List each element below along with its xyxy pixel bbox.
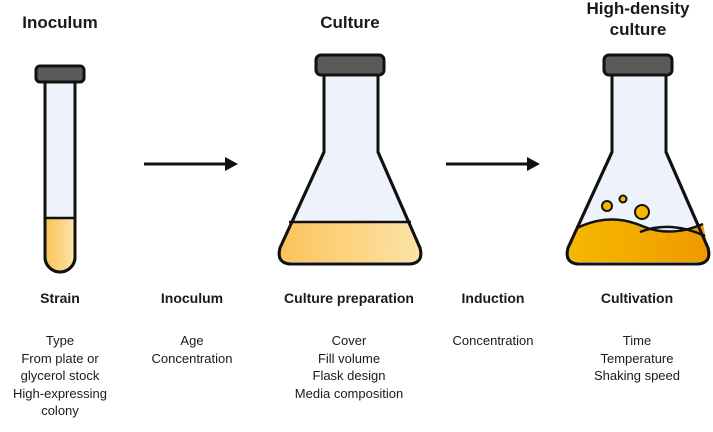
list-item: High-expressing: [13, 385, 107, 401]
stage-title-high-density-culture: High-density culture: [586, 0, 690, 39]
list-item: Media composition: [294, 385, 404, 401]
list-item: From plate or: [21, 350, 99, 366]
column-heading-inoculum: Inoculum: [160, 290, 224, 306]
list-item: Flask design: [312, 368, 386, 383]
test-tube-icon: [34, 64, 86, 274]
column-list-inoculum: Age Concentration: [117, 332, 267, 367]
column-heading-induction: Induction: [461, 290, 525, 306]
list-item: Time: [622, 333, 652, 348]
list-item: Cover: [331, 333, 367, 348]
list-item: Type: [45, 333, 75, 348]
column-heading-culture-preparation: Culture preparation: [284, 290, 414, 306]
arrow-right-icon: [144, 157, 238, 171]
list-item: Fill volume: [317, 350, 381, 366]
list-item: Temperature: [600, 350, 674, 366]
column-list-strain: Type From plate or glycerol stock High-e…: [0, 332, 135, 420]
list-item: glycerol stock: [20, 368, 100, 383]
list-item: Concentration: [151, 350, 233, 366]
column-list-cultivation: Time Temperature Shaking speed: [562, 332, 712, 385]
list-item: Concentration: [452, 333, 534, 348]
column-list-induction: Concentration: [418, 332, 568, 350]
column-heading-strain: Strain: [40, 290, 80, 306]
stage-title-inoculum: Inoculum: [22, 13, 98, 32]
culture-flask-icon: [277, 53, 423, 266]
list-item: Age: [180, 333, 204, 348]
stage-title-culture: Culture: [320, 13, 380, 32]
arrow-right-icon: [446, 157, 540, 171]
list-item: Shaking speed: [593, 368, 680, 383]
list-item: colony: [41, 403, 79, 418]
high-density-flask-icon: [565, 53, 711, 266]
column-list-culture-preparation: Cover Fill volume Flask design Media com…: [274, 332, 424, 402]
column-heading-cultivation: Cultivation: [600, 290, 674, 306]
